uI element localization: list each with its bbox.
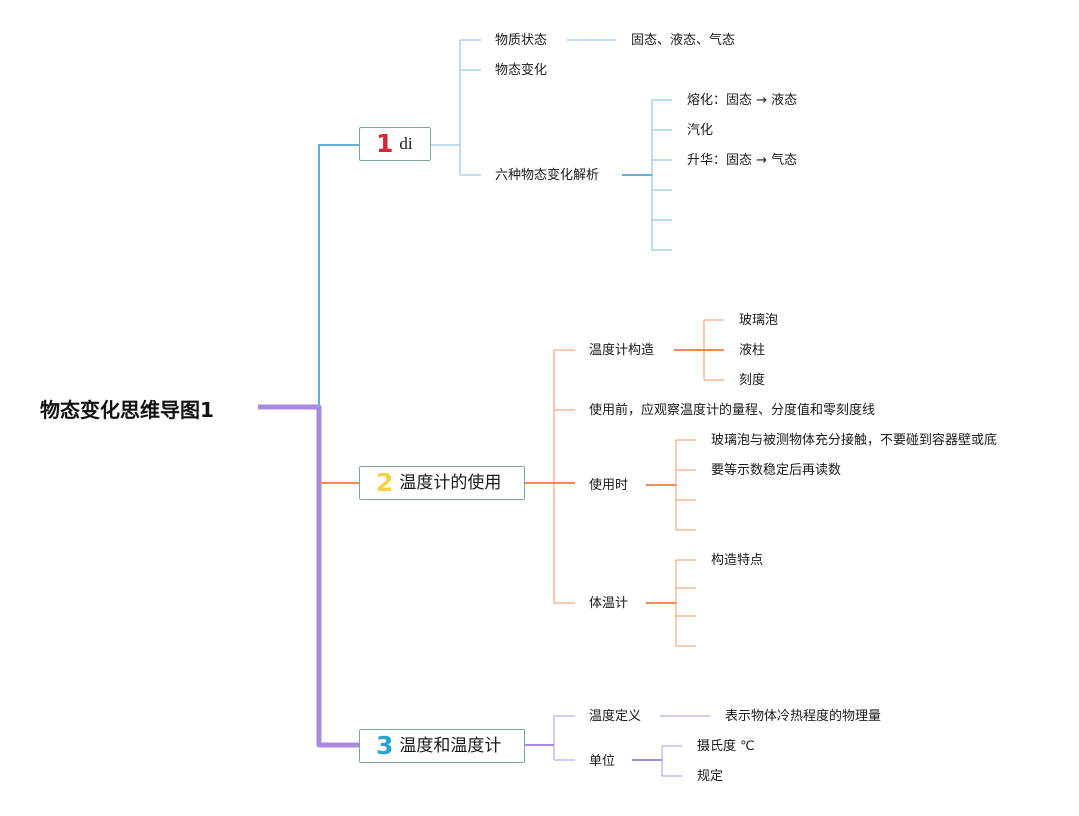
branch-3-number: 3 xyxy=(376,731,394,760)
subtopic-scale[interactable]: 刻度 xyxy=(739,373,766,388)
topic-clinical-thermometer[interactable]: 体温计 xyxy=(589,596,629,611)
branch-2-number: 2 xyxy=(376,468,394,497)
subtopic-three-states[interactable]: 固态、液态、气态 xyxy=(631,33,736,48)
topic-state-of-matter[interactable]: 物质状态 xyxy=(495,33,548,48)
topic-before-use[interactable]: 使用前，应观察温度计的量程、分度值和零刻度线 xyxy=(589,403,876,418)
branch-1-connector xyxy=(318,144,359,407)
root-title[interactable]: 物态变化思维导图1 xyxy=(40,398,214,422)
subtopic-melting[interactable]: 熔化：固态 → 液态 xyxy=(687,93,798,108)
branch-2-node[interactable]: 2 温度计的使用 xyxy=(359,466,525,500)
branch-1-subtree xyxy=(430,39,672,251)
subtopic-definition-text[interactable]: 表示物体冷热程度的物理量 xyxy=(725,709,882,724)
branch-2-subtree xyxy=(553,319,724,647)
subtopic-celsius[interactable]: 摄氏度 ℃ xyxy=(697,739,755,754)
subtopic-stable-reading[interactable]: 要等示数稳定后再读数 xyxy=(711,463,842,478)
topic-six-phase-changes[interactable]: 六种物态变化解析 xyxy=(495,168,600,183)
topic-unit[interactable]: 单位 xyxy=(589,754,616,769)
topic-phase-change[interactable]: 物态变化 xyxy=(495,63,548,78)
branch-1-number: 1 xyxy=(376,129,394,158)
topic-thermometer-structure[interactable]: 温度计构造 xyxy=(589,343,655,358)
subtopic-structure-features[interactable]: 构造特点 xyxy=(711,553,764,568)
subtopic-rule[interactable]: 规定 xyxy=(697,769,724,784)
subtopic-liquid-column[interactable]: 液柱 xyxy=(739,343,766,358)
branch-1-label: di xyxy=(399,134,413,153)
subtopic-vaporization[interactable]: 汽化 xyxy=(687,123,714,138)
branch-3-subtree xyxy=(553,715,710,777)
topic-temperature-definition[interactable]: 温度定义 xyxy=(589,709,642,724)
branch-3-label: 温度和温度计 xyxy=(399,736,502,756)
branch-2-label: 温度计的使用 xyxy=(399,473,502,493)
subtopic-glass-bulb[interactable]: 玻璃泡 xyxy=(739,313,779,328)
branch-3-node[interactable]: 3 温度和温度计 xyxy=(359,729,525,763)
subtopic-sublimation[interactable]: 升华：固态 → 气态 xyxy=(687,153,798,168)
root-connector xyxy=(258,404,359,748)
topic-during-use[interactable]: 使用时 xyxy=(589,478,629,493)
branch-1-node[interactable]: 1 di xyxy=(359,127,431,161)
subtopic-bulb-contact[interactable]: 玻璃泡与被测物体充分接触，不要碰到容器壁或底 xyxy=(711,433,998,448)
